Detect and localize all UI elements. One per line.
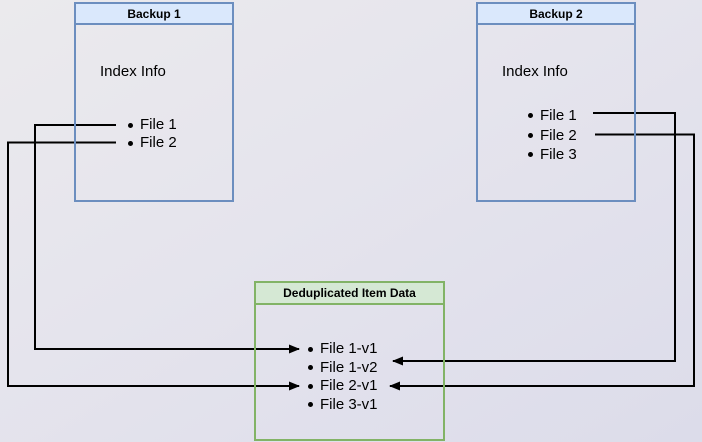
backup1-file-item: File 1 bbox=[128, 116, 177, 134]
backup2-file-item: File 2 bbox=[528, 126, 577, 146]
backup2-file-item: File 3 bbox=[528, 145, 577, 165]
dedup-title: Deduplicated Item Data bbox=[256, 283, 443, 305]
backup2-box: Backup 2 Index Info File 1 File 2 File 3 bbox=[476, 2, 636, 202]
dedup-file-item: File 1-v2 bbox=[308, 359, 378, 378]
dedup-file-list: File 1-v1 File 1-v2 File 2-v1 File 3-v1 bbox=[308, 340, 378, 414]
backup1-file-item: File 2 bbox=[128, 134, 177, 152]
backup1-index-label: Index Info bbox=[100, 63, 166, 80]
backup1-file-list: File 1 File 2 bbox=[128, 116, 177, 152]
backup2-file-list: File 1 File 2 File 3 bbox=[528, 106, 577, 165]
dedup-file-item: File 1-v1 bbox=[308, 340, 378, 359]
dedup-box: Deduplicated Item Data File 1-v1 File 1-… bbox=[254, 281, 445, 441]
dedup-file-item: File 2-v1 bbox=[308, 377, 378, 396]
backup1-title: Backup 1 bbox=[76, 4, 232, 25]
backup2-index-label: Index Info bbox=[502, 63, 568, 80]
backup2-file-item: File 1 bbox=[528, 106, 577, 126]
backup2-title: Backup 2 bbox=[478, 4, 634, 25]
dedup-file-item: File 3-v1 bbox=[308, 396, 378, 415]
backup1-box: Backup 1 Index Info File 1 File 2 bbox=[74, 2, 234, 202]
